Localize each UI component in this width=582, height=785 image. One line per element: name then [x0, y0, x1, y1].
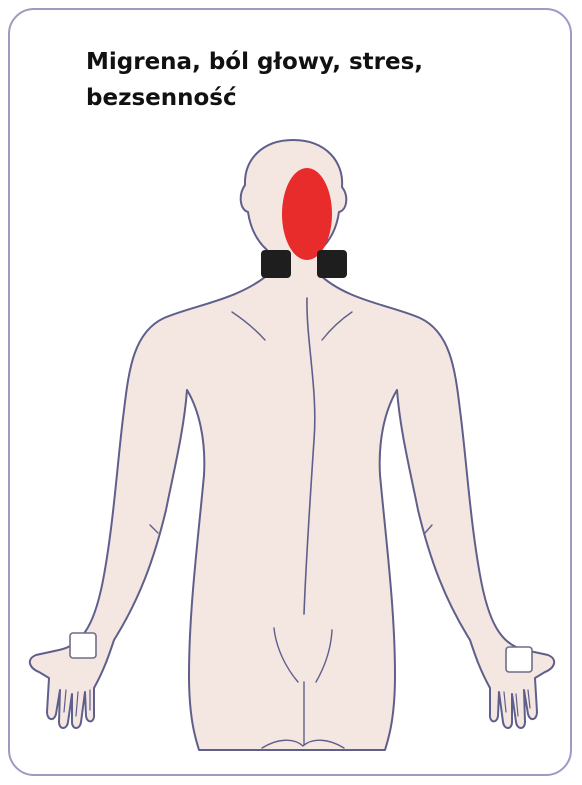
electrode-hand-right — [506, 647, 532, 672]
pain-area-marker — [282, 168, 332, 260]
electrode-neck-right — [317, 250, 347, 278]
electrode-hand-left — [70, 633, 96, 658]
electrode-neck-left — [261, 250, 291, 278]
